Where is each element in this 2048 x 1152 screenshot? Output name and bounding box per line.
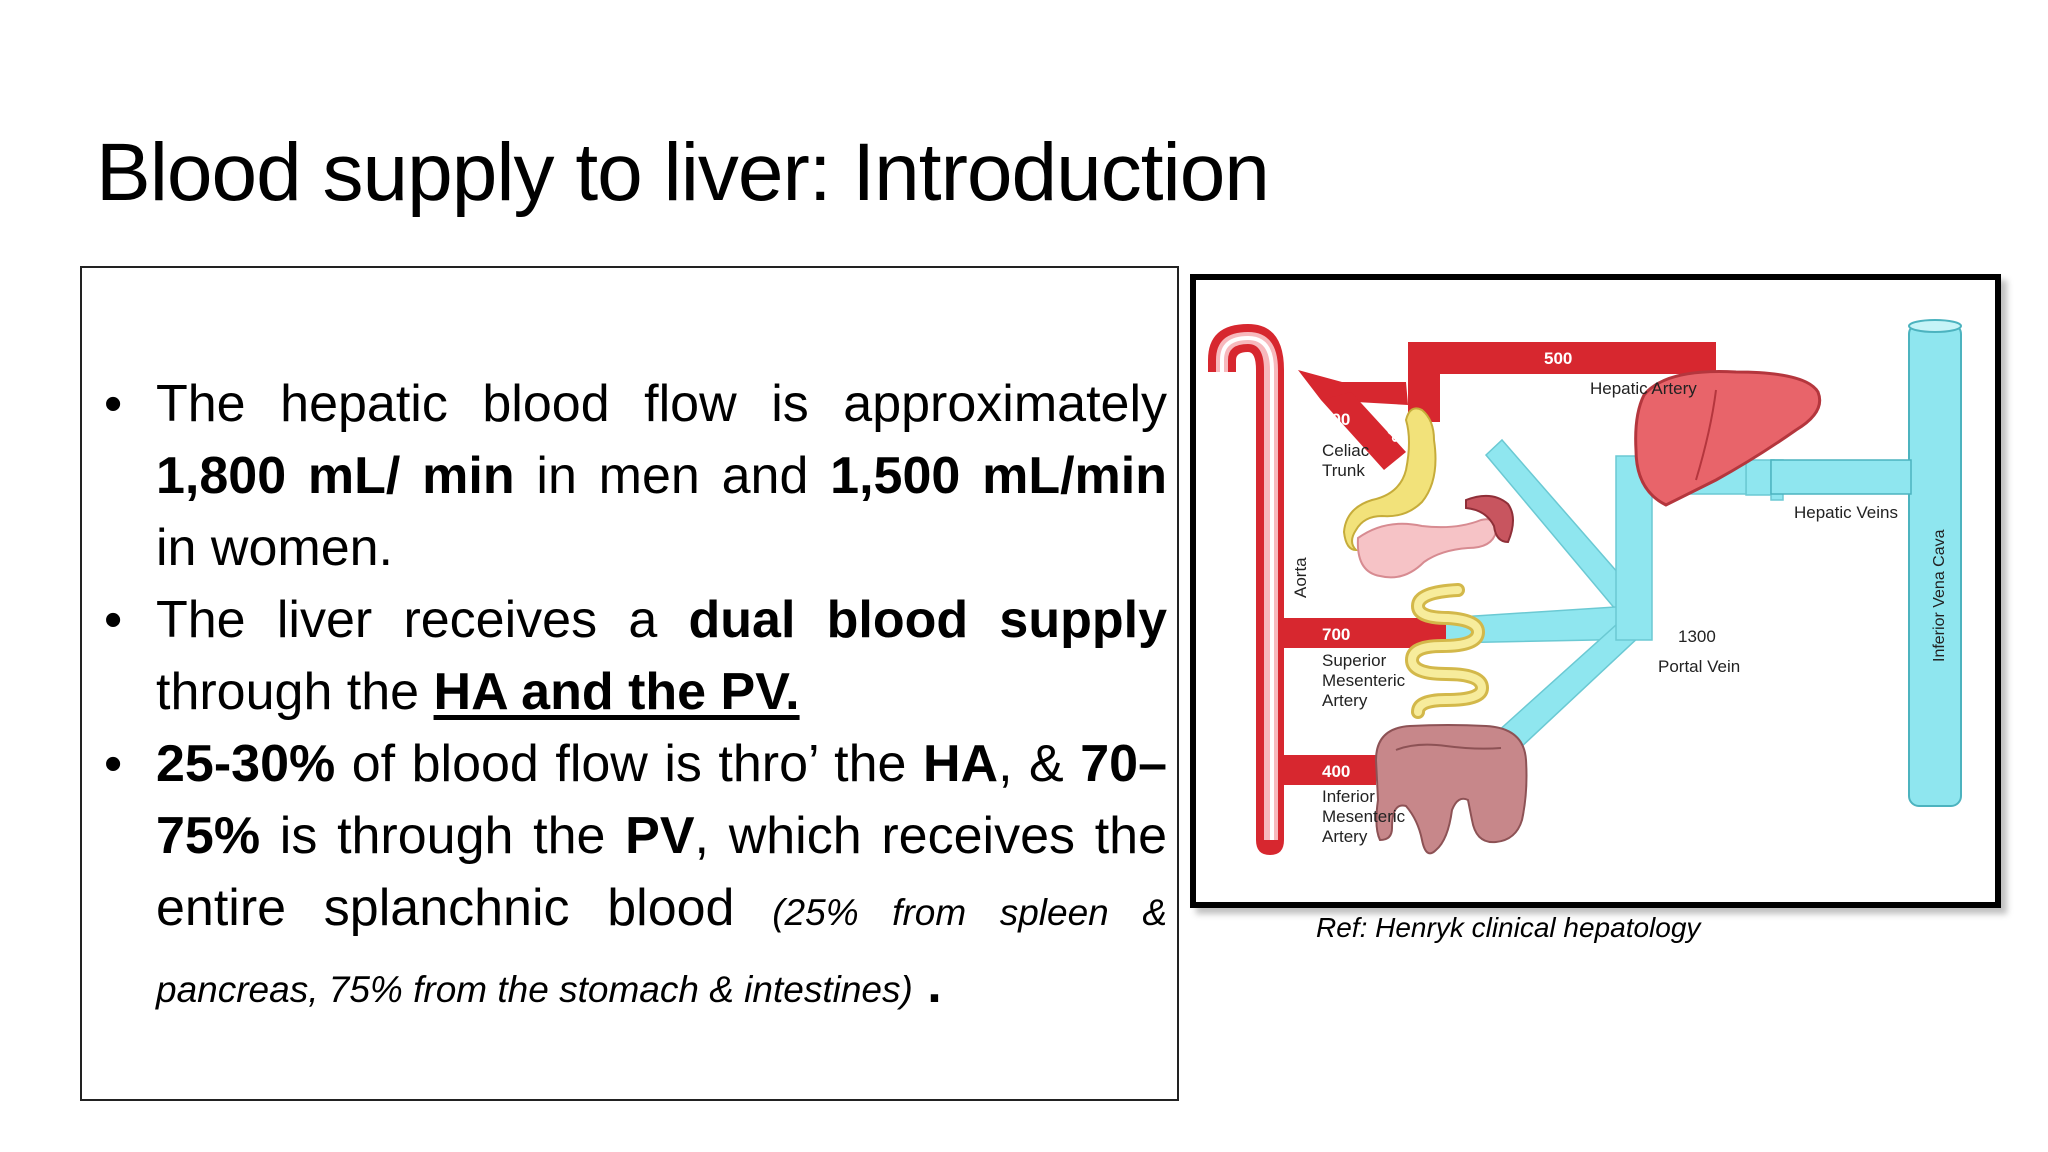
diagram-labels: Aorta 700 Celiac Trunk 200 500 Hepatic A…	[1291, 349, 1948, 846]
label-ima-value: 400	[1322, 762, 1350, 781]
label-ivc: Inferior Vena Cava	[1931, 529, 1948, 662]
label-portal-value: 1300	[1678, 627, 1716, 646]
label-ima-3: Artery	[1322, 827, 1368, 846]
bullet-dual-supply: The liver receives a dual blood supply t…	[104, 584, 1167, 728]
inferior-vena-cava	[1770, 319, 1962, 807]
blood-supply-svg: Aorta 700 Celiac Trunk 200 500 Hepatic A…	[1208, 319, 1962, 855]
label-sma-value: 700	[1322, 625, 1350, 644]
large-intestine	[1374, 724, 1528, 855]
aorta	[1208, 324, 1284, 855]
small-intestine-inner	[1407, 586, 1487, 716]
blood-supply-diagram: Aorta 700 Celiac Trunk 200 500 Hepatic A…	[1190, 274, 2001, 908]
slide-title: Blood supply to liver: Introduction	[96, 127, 1270, 218]
pancreas	[1356, 518, 1498, 579]
label-portal-vein: Portal Vein	[1658, 657, 1740, 676]
bullet-list: The hepatic blood flow is approximately …	[82, 368, 1167, 1026]
label-sma-2: Mesenteric	[1322, 671, 1406, 690]
label-aorta: Aorta	[1291, 557, 1310, 598]
label-celiac-2: Trunk	[1322, 461, 1365, 480]
bullet-flow-split: 25-30% of blood flow is thro’ the HA, & …	[104, 728, 1167, 1026]
label-hepatic-artery-value: 500	[1544, 349, 1572, 368]
bullet-text-box: The hepatic blood flow is approximately …	[80, 266, 1179, 1101]
figure-caption: Ref: Henryk clinical hepatology	[1316, 912, 1701, 943]
label-celiac-1: Celiac	[1322, 441, 1370, 460]
label-hepatic-veins: Hepatic Veins	[1794, 503, 1898, 522]
label-sma-1: Superior	[1322, 651, 1387, 670]
label-ima-2: Mesenteric	[1322, 807, 1406, 826]
bullet-hepatic-flow: The hepatic blood flow is approximately …	[104, 368, 1167, 584]
stomach	[1342, 407, 1437, 552]
spleen	[1465, 494, 1514, 544]
liver	[1634, 370, 1822, 507]
label-ima-1: Inferior	[1322, 787, 1375, 806]
label-sma-3: Artery	[1322, 691, 1368, 710]
label-celiac-value: 700	[1322, 410, 1350, 429]
label-hepatic-artery: Hepatic Artery	[1590, 379, 1697, 398]
